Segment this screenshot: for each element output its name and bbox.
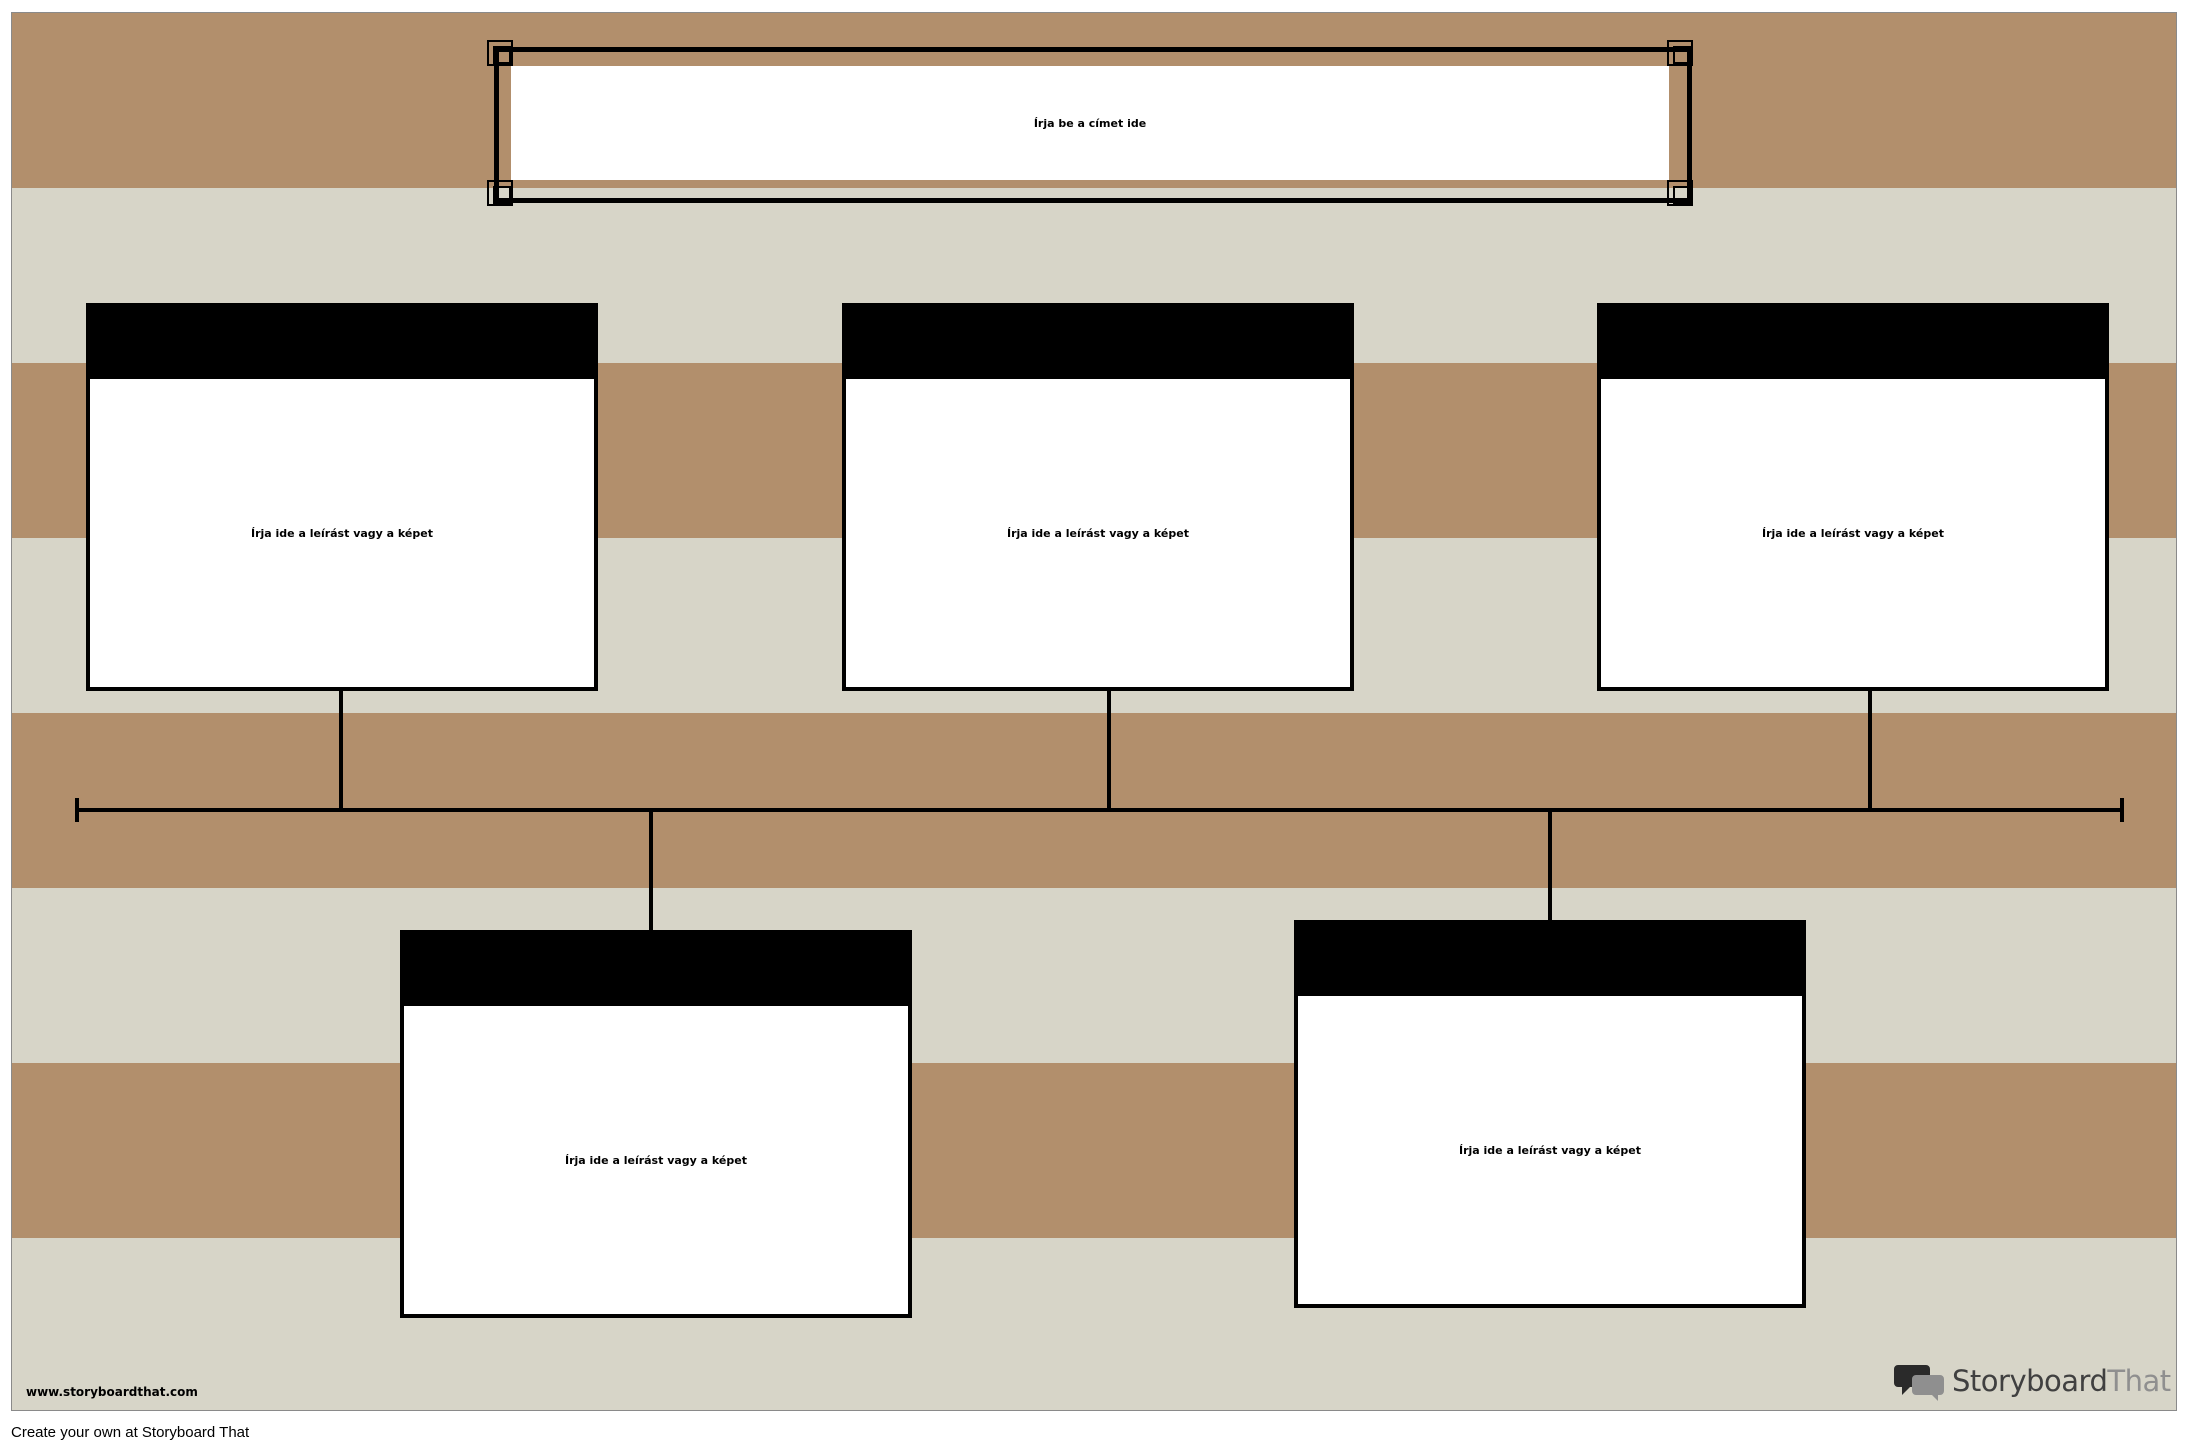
card-header bbox=[86, 303, 598, 379]
event-card[interactable]: Írja ide a leírást vagy a képet bbox=[842, 303, 1354, 691]
event-card[interactable]: Írja ide a leírást vagy a képet bbox=[1597, 303, 2109, 691]
watermark-url: www.storyboardthat.com bbox=[26, 1385, 198, 1399]
connector-line bbox=[1548, 810, 1552, 920]
card-header bbox=[842, 303, 1354, 379]
title-frame bbox=[494, 47, 1692, 203]
background-stripe bbox=[12, 1063, 2176, 1238]
card-placeholder: Írja ide a leírást vagy a képet bbox=[1006, 526, 1189, 540]
storyboardthat-brand[interactable]: StoryboardThat bbox=[1894, 1361, 2171, 1401]
card-header bbox=[1597, 303, 2109, 379]
card-header bbox=[1294, 920, 1806, 996]
corner-handle-icon bbox=[487, 180, 513, 206]
event-card[interactable]: Írja ide a leírást vagy a képet bbox=[86, 303, 598, 691]
connector-line bbox=[1107, 688, 1111, 810]
card-placeholder: Írja ide a leírást vagy a képet bbox=[1458, 1143, 1641, 1157]
timeline-end-cap bbox=[2120, 798, 2124, 822]
timeline-axis bbox=[75, 808, 2124, 812]
title-box[interactable]: Írja be a címet ide bbox=[511, 66, 1669, 180]
connector-line bbox=[339, 688, 343, 810]
card-header bbox=[400, 930, 912, 1006]
connector-line bbox=[649, 810, 653, 930]
timeline-start-cap bbox=[75, 798, 79, 822]
event-card[interactable]: Írja ide a leírást vagy a képet bbox=[400, 930, 912, 1318]
footer-credit[interactable]: Create your own at Storyboard That bbox=[11, 1424, 250, 1441]
connector-line bbox=[1868, 688, 1872, 810]
corner-handle-icon bbox=[1667, 40, 1693, 66]
card-placeholder: Írja ide a leírást vagy a képet bbox=[1761, 526, 1944, 540]
timeline-poster: Írja be a címet ide Írja ide a leírást v… bbox=[11, 12, 2177, 1411]
corner-handle-icon bbox=[1667, 180, 1693, 206]
title-placeholder: Írja be a címet ide bbox=[1033, 116, 1147, 130]
event-card[interactable]: Írja ide a leírást vagy a képet bbox=[1294, 920, 1806, 1308]
card-placeholder: Írja ide a leírást vagy a képet bbox=[250, 526, 433, 540]
card-placeholder: Írja ide a leírást vagy a képet bbox=[564, 1153, 747, 1167]
storyboardthat-logo-icon bbox=[1894, 1365, 1944, 1401]
brand-name: StoryboardThat bbox=[1952, 1364, 2171, 1398]
corner-handle-icon bbox=[487, 40, 513, 66]
background-stripe bbox=[12, 713, 2176, 888]
